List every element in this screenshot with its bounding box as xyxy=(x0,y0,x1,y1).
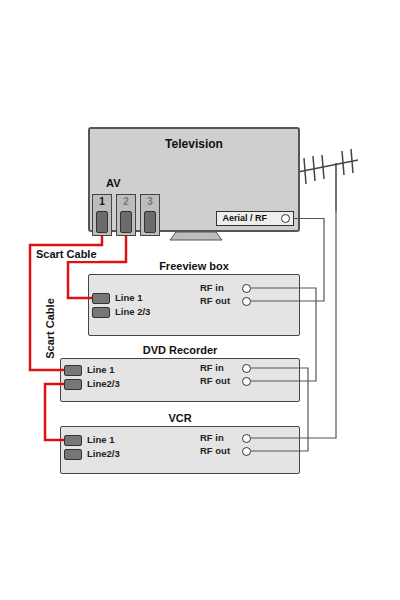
scart-port: Line2/3 xyxy=(64,378,120,390)
scart-connector xyxy=(64,365,82,376)
scart-connector xyxy=(92,307,110,318)
scart-port: Line2/3 xyxy=(64,448,120,460)
scart-pins xyxy=(120,211,132,233)
scart-connector xyxy=(64,449,82,460)
rf-port: RF out xyxy=(200,295,251,307)
scart-socket: 1 xyxy=(92,194,112,236)
rf-jack xyxy=(242,364,251,373)
rf-jack xyxy=(242,447,251,456)
device-box: Freeview boxLine 1 Line 2/3 RF inRF out xyxy=(88,258,300,336)
port-label: Line 1 xyxy=(87,364,114,376)
socket-number: 1 xyxy=(93,196,111,208)
rf-port: RF out xyxy=(200,375,251,387)
rf-cable xyxy=(251,368,308,451)
scart-port: Line 2/3 xyxy=(92,306,150,318)
rf-jack xyxy=(242,297,251,306)
rf-jack xyxy=(242,284,251,293)
port-label: RF in xyxy=(200,432,238,444)
rf-cable xyxy=(251,288,316,381)
port-label: RF in xyxy=(200,282,238,294)
socket-number: 2 xyxy=(117,196,135,208)
antenna-cable xyxy=(251,212,336,438)
device-box: DVD RecorderLine 1 Line2/3 RF inRF out xyxy=(60,342,300,402)
aerial-antenna xyxy=(298,149,358,212)
rf-port: RF out xyxy=(200,445,251,457)
port-label: Line 1 xyxy=(87,434,114,446)
port-label: RF out xyxy=(200,295,238,307)
scart-pins xyxy=(144,211,156,233)
device-title: VCR xyxy=(60,410,300,426)
scart-connector xyxy=(64,379,82,390)
scart-socket: 2 xyxy=(116,194,136,236)
rf-jack xyxy=(242,434,251,443)
scart-socket: 3 xyxy=(140,194,160,236)
rf-port: RF in xyxy=(200,362,251,374)
aerial-input: Aerial / RF xyxy=(216,211,294,226)
cable-label: Scart Cable xyxy=(43,296,56,361)
scart-connector xyxy=(64,435,82,446)
connector-group-label: AV xyxy=(106,177,120,189)
cable-label: Scart Cable xyxy=(34,248,99,261)
port-label: RF out xyxy=(200,375,238,387)
scart-cable xyxy=(68,236,126,298)
device-title: DVD Recorder xyxy=(60,342,300,358)
scart-cable xyxy=(45,384,64,440)
port-label: Line2/3 xyxy=(87,448,120,460)
tv-stand xyxy=(170,232,222,240)
scart-port: Line 1 xyxy=(64,364,114,376)
rf-cable xyxy=(251,219,324,302)
socket-number: 3 xyxy=(141,196,159,208)
scart-connector xyxy=(92,293,110,304)
port-label: Line 1 xyxy=(115,292,142,304)
scart-port: Line 1 xyxy=(64,434,114,446)
rf-port: RF in xyxy=(200,282,251,294)
scart-pins xyxy=(96,211,108,233)
device-title: Television xyxy=(90,137,298,151)
scart-port: Line 1 xyxy=(92,292,142,304)
device-box: VCR Line 1 Line2/3 RF inRF out xyxy=(60,410,300,474)
rf-jack xyxy=(242,377,251,386)
port-label: RF out xyxy=(200,445,238,457)
port-label: RF in xyxy=(200,362,238,374)
rf-jack xyxy=(281,214,290,223)
port-label: Line 2/3 xyxy=(115,306,150,318)
device-housing xyxy=(88,274,300,336)
scart-cable xyxy=(30,236,102,370)
port-label: Line2/3 xyxy=(87,378,120,390)
device-title: Freeview box xyxy=(88,258,300,274)
port-label: Aerial / RF xyxy=(222,213,267,224)
rf-port: RF in xyxy=(200,432,251,444)
